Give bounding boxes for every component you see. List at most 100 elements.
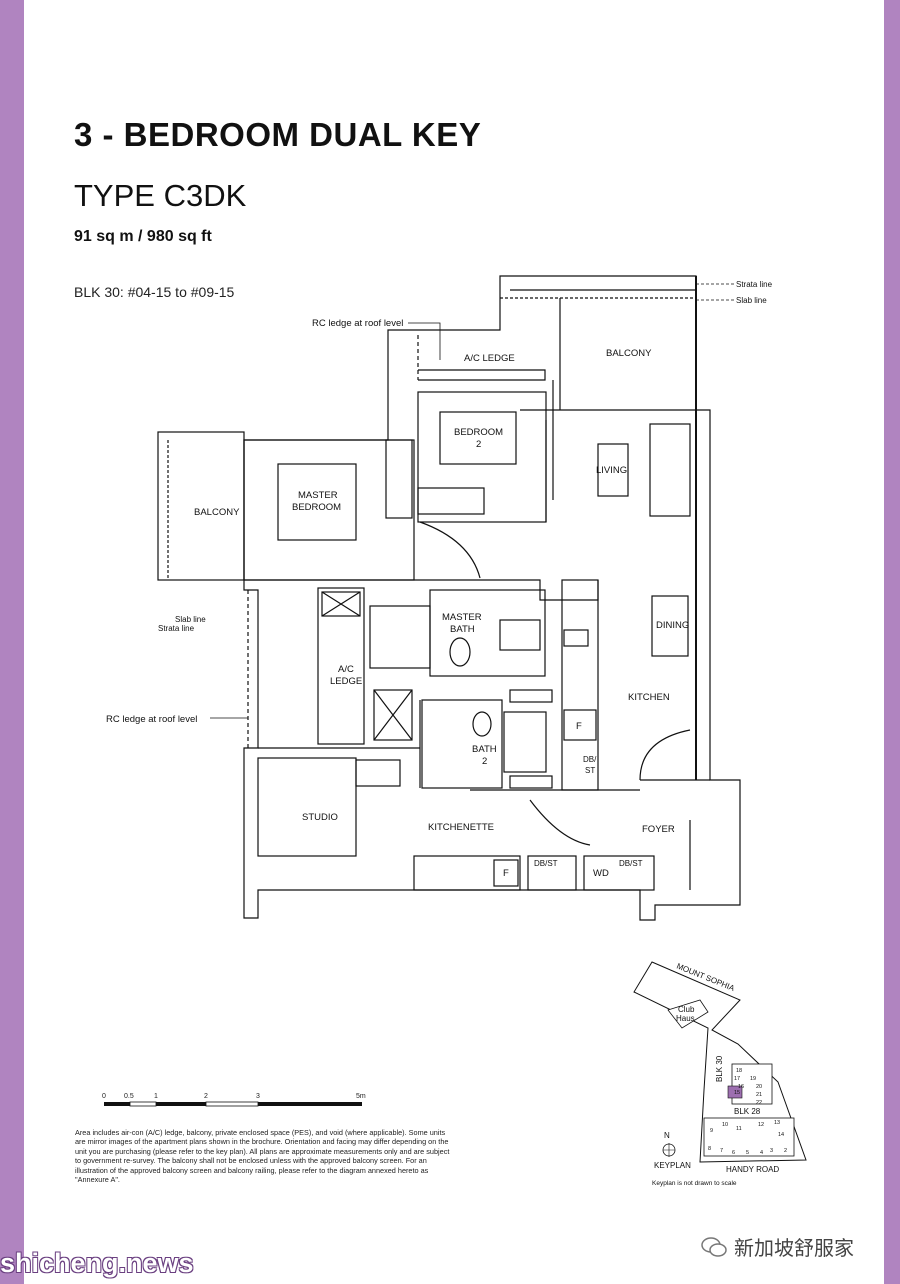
label-ac-ledge-top: A/C LEDGE: [464, 353, 515, 364]
master-bath-basin: [499, 619, 541, 651]
ac-ledge-top: [418, 369, 546, 381]
label-kitchen: KITCHEN: [628, 692, 670, 703]
wechat-icon: [701, 1236, 727, 1257]
label-kitchenette-fridge: F: [503, 868, 509, 879]
label-dbst-kitchen-b: ST: [585, 766, 595, 775]
ac-ledge-mid: [317, 587, 365, 745]
keyplan-unit-6: 6: [732, 1150, 735, 1156]
label-master-bedroom-b: BEDROOM: [292, 502, 341, 513]
studio-walls: [258, 700, 710, 791]
watermark-site: shicheng.news: [0, 1248, 194, 1278]
ac-unit-3: [509, 689, 553, 703]
label-bath-2-b: 2: [482, 756, 487, 767]
master-bath-shower: [369, 605, 431, 669]
block-units: BLK 30: #04-15 to #09-15: [74, 284, 235, 300]
ac-unit-1: [321, 591, 361, 617]
scale-tick-0: 0: [102, 1093, 106, 1100]
keyplan-unit-11: 11: [736, 1126, 742, 1132]
label-balcony-left: BALCONY: [194, 507, 240, 518]
unit-type: TYPE C3DK: [74, 178, 247, 213]
keyplan: [633, 961, 807, 1163]
label-kitchen-fridge: F: [576, 721, 582, 732]
bath-2-shower: [503, 711, 547, 773]
bedroom-2-door-wall: [545, 380, 554, 522]
foyer-cabinet: [583, 855, 655, 891]
keyplan-blk28: BLK 28: [734, 1107, 761, 1116]
watermark-account-name: 新加坡舒服家: [734, 1238, 854, 1260]
label-slab-line-top: Slab line: [736, 296, 767, 305]
label-rc-ledge-left: RC ledge at roof level: [106, 714, 197, 725]
label-master-bath-b: BATH: [450, 624, 475, 635]
label-slab-line-left: Slab line: [175, 615, 206, 624]
label-ac-ledge-mid-b: LEDGE: [330, 676, 362, 687]
scale-tick-4: 3: [256, 1093, 260, 1100]
keyplan-unit-22: 22: [756, 1100, 762, 1106]
keyplan-unit-7: 7: [720, 1148, 723, 1154]
scale-tick-2: 1: [154, 1093, 158, 1100]
keyplan-clubhouse-a: Club: [678, 1005, 695, 1014]
label-studio: STUDIO: [302, 812, 338, 823]
kitchenette-fridge: [493, 859, 519, 887]
watermark-account: 新加坡舒服家: [700, 1232, 854, 1261]
keyplan-unit-18: 18: [736, 1068, 742, 1074]
living-sofa: [649, 423, 691, 517]
keyplan-road-bottom: HANDY ROAD: [726, 1165, 779, 1174]
label-balcony-top: BALCONY: [606, 348, 652, 359]
master-bath-walls: [429, 589, 546, 677]
scale-bar: [104, 1101, 362, 1107]
balcony-left: [157, 431, 245, 581]
scale-tick-5: 5m: [356, 1093, 366, 1100]
rc-ledge-top-leader: [408, 322, 441, 360]
label-foyer: FOYER: [642, 824, 675, 835]
keyplan-clubhouse-b: Haus: [676, 1014, 695, 1023]
label-bath-2-a: BATH: [472, 744, 497, 755]
bedroom-2-bed: [439, 411, 517, 465]
keyplan-blk30: BLK 30: [715, 1055, 724, 1082]
kitchenette-counter: [413, 855, 521, 891]
ac-unit-2-x: [373, 689, 413, 741]
keyplan-north: N: [664, 1131, 670, 1140]
label-wd: WD: [593, 868, 609, 879]
label-strata-line-top: Strata line: [736, 280, 773, 289]
keyplan-unit-16: 16: [738, 1084, 744, 1090]
bedroom-2-wardrobe: [417, 487, 485, 515]
keyplan-caption: KEYPLAN: [654, 1161, 691, 1170]
label-dining: DINING: [656, 620, 689, 631]
keyplan-unit-17: 17: [734, 1076, 740, 1082]
label-dbst-kitchen-a: DB/: [583, 755, 597, 764]
kitchen-hob: [563, 629, 589, 647]
label-master-bedroom-a: MASTER: [298, 490, 338, 501]
kitchen-fridge: [563, 709, 597, 741]
keyplan-unit-14: 14: [778, 1132, 784, 1138]
label-bedroom-2-b: 2: [476, 439, 481, 450]
disclaimer-text: Area includes air-con (A/C) ledge, balco…: [75, 1128, 450, 1185]
keyplan-unit-2: 2: [784, 1148, 787, 1154]
label-bedroom-2-a: BEDROOM: [454, 427, 503, 438]
keyplan-unit-13: 13: [774, 1120, 780, 1126]
master-bedroom-bed: [277, 463, 357, 541]
keyplan-unit-15: 15: [734, 1090, 740, 1096]
label-kitchenette-dbst: DB/ST: [534, 859, 558, 868]
label-rc-ledge-top: RC ledge at roof level: [312, 318, 403, 329]
studio-wardrobe: [355, 759, 401, 787]
label-strata-line-left: Strata line: [158, 624, 195, 633]
keyplan-unit-5: 5: [746, 1150, 749, 1156]
keyplan-unit-8: 8: [708, 1146, 711, 1152]
ac-unit-1-x: [321, 591, 361, 617]
label-kitchenette: KITCHENETTE: [428, 822, 494, 833]
bath-2-toilet: [472, 711, 492, 737]
bath-2-walls: [421, 699, 503, 789]
master-bath-toilet: [449, 637, 471, 667]
kitchenette-dbst: [527, 855, 577, 891]
studio-bed: [257, 757, 357, 857]
keyplan-unit-19: 19: [750, 1076, 756, 1082]
living-table: [597, 443, 629, 497]
label-living: LIVING: [596, 465, 627, 476]
keyplan-unit-3: 3: [770, 1148, 773, 1154]
keyplan-unit-4: 4: [760, 1150, 763, 1156]
keyplan-note: Keyplan is not drawn to scale: [652, 1180, 737, 1187]
label-ac-ledge-mid-a: A/C: [338, 664, 354, 675]
master-wardrobe: [385, 439, 413, 519]
keyplan-unit-12: 12: [758, 1122, 764, 1128]
